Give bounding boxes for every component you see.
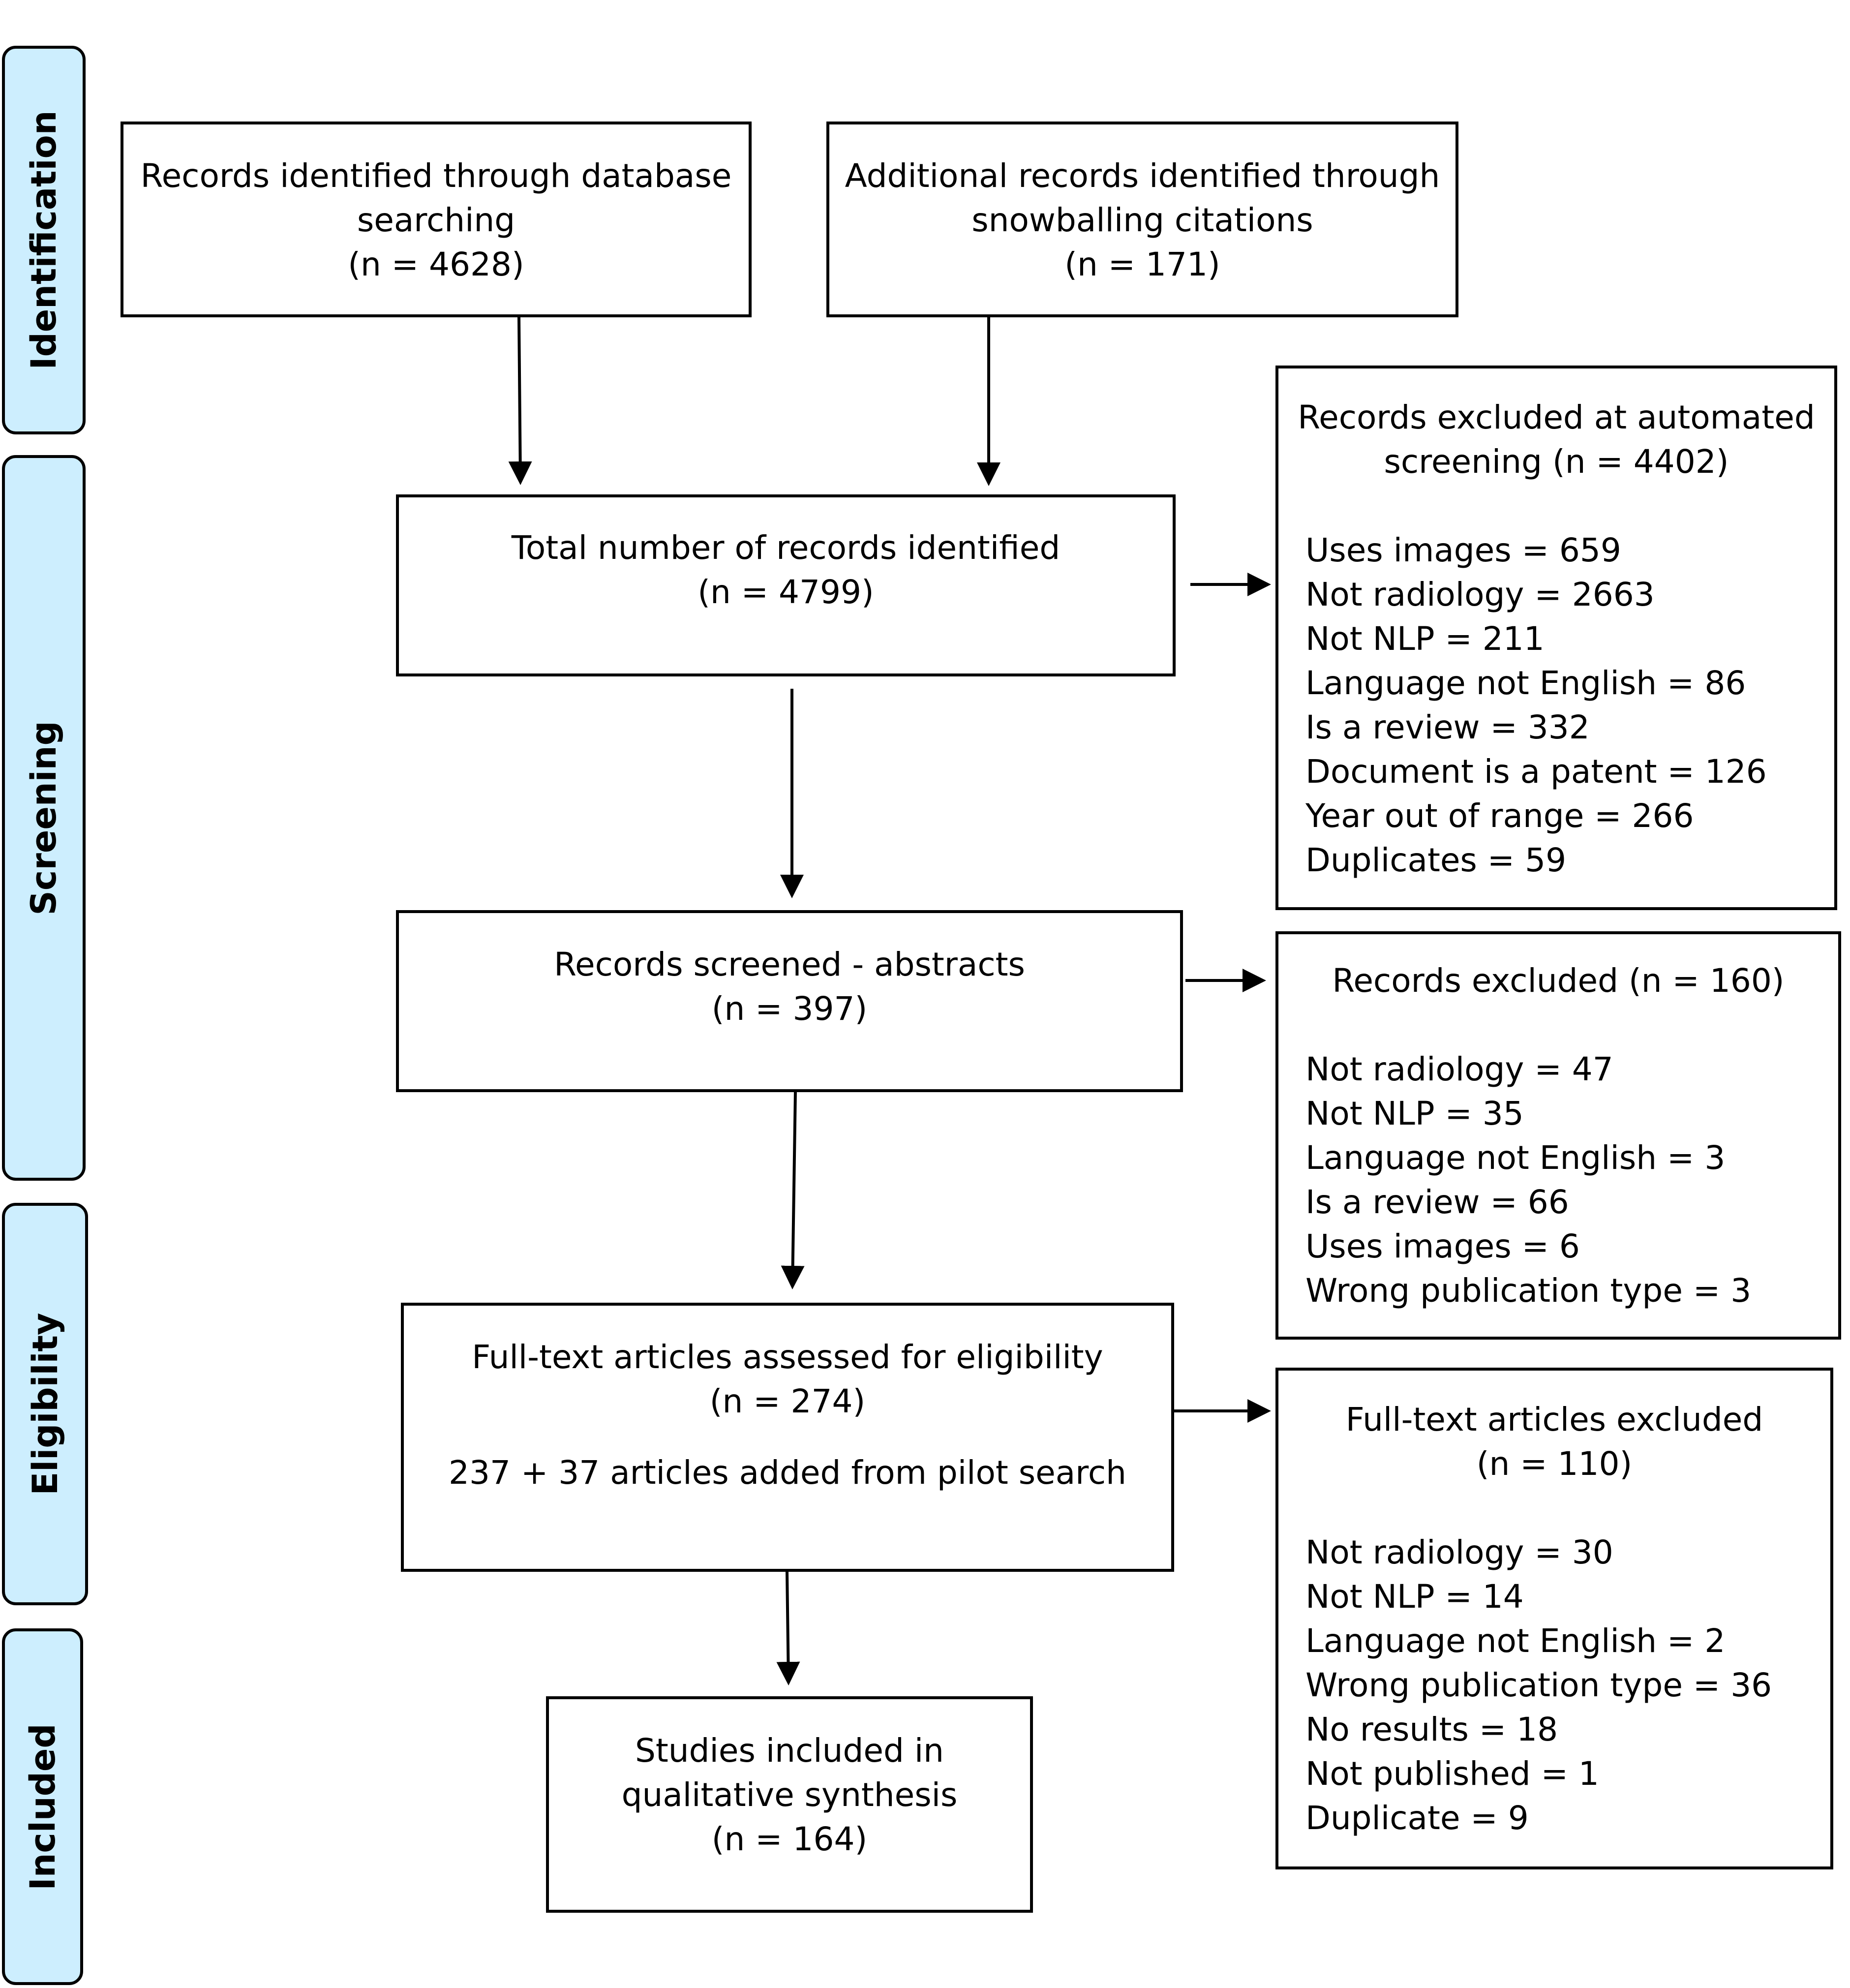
box-abstracts-screened: Records screened - abstracts (n = 397) (396, 910, 1183, 1092)
automated-excluded-item: Document is a patent = 126 (1305, 753, 1767, 791)
automated-excluded-item: Language not English = 86 (1305, 664, 1746, 702)
automated-excluded-item: Not radiology = 2663 (1305, 576, 1655, 613)
arrow-fulltext-to-included (776, 1571, 800, 1685)
included-count: (n = 164) (711, 1820, 868, 1858)
box-snowballing-records: Additional records identified through sn… (826, 122, 1458, 317)
snowballing-count: (n = 171) (1064, 245, 1220, 283)
abstracts-count: (n = 397) (711, 990, 868, 1028)
fulltext-excluded-item: No results = 18 (1305, 1711, 1558, 1748)
records-excluded-title: Records excluded (n = 160) (1332, 962, 1785, 1000)
stage-eligibility: Eligibility (2, 1203, 88, 1605)
automated-excluded-item: Duplicates = 59 (1305, 841, 1567, 879)
fulltext-excluded-item: Not radiology = 30 (1305, 1533, 1613, 1571)
box-fulltext-excluded: Full-text articles excluded (n = 110) No… (1275, 1368, 1833, 1869)
fulltext-excluded-item: Duplicate = 9 (1305, 1799, 1529, 1837)
stage-screening: Screening (2, 455, 86, 1181)
records-excluded-item: Language not English = 3 (1305, 1139, 1726, 1177)
fulltext-title: Full-text articles assessed for eligibil… (472, 1338, 1103, 1376)
abstracts-title: Records screened - abstracts (554, 946, 1025, 983)
fulltext-excluded-item: Not published = 1 (1305, 1755, 1599, 1793)
automated-excluded-title-line-1: Records excluded at automated (1298, 398, 1815, 436)
box-fulltext-assessed: Full-text articles assessed for eligibil… (401, 1303, 1174, 1572)
automated-excluded-item: Is a review = 332 (1305, 708, 1590, 746)
total-count: (n = 4799) (698, 573, 874, 611)
database-title-line-2: searching (357, 201, 516, 239)
stage-identification: Identification (2, 46, 86, 434)
records-excluded-item: Not NLP = 35 (1305, 1095, 1524, 1132)
included-title-line-1: Studies included in (635, 1732, 944, 1770)
arrow-abstracts-to-fulltext (781, 1091, 805, 1289)
records-excluded-item: Is a review = 66 (1305, 1183, 1569, 1221)
records-excluded-item: Uses images = 6 (1305, 1227, 1580, 1265)
database-title-line-1: Records identified through database (140, 157, 732, 195)
records-excluded-item: Wrong publication type = 3 (1305, 1272, 1752, 1310)
automated-excluded-item: Uses images = 659 (1305, 531, 1621, 569)
box-database-records: Records identified through database sear… (121, 122, 752, 317)
stage-included: Included (2, 1628, 83, 1985)
snowballing-title-line-1: Additional records identified through (845, 157, 1440, 195)
box-total-records: Total number of records identified (n = … (396, 494, 1176, 676)
fulltext-note: 237 + 37 articles added from pilot searc… (449, 1454, 1126, 1492)
fulltext-excluded-count: (n = 110) (1476, 1445, 1633, 1483)
database-count: (n = 4628) (348, 245, 524, 283)
box-studies-included: Studies included in qualitative synthesi… (546, 1696, 1033, 1913)
fulltext-excluded-item: Language not English = 2 (1305, 1622, 1726, 1660)
automated-excluded-item: Not NLP = 211 (1305, 620, 1545, 658)
fulltext-count: (n = 274) (709, 1382, 866, 1420)
total-title: Total number of records identified (511, 529, 1061, 567)
box-records-excluded: Records excluded (n = 160) Not radiology… (1275, 931, 1841, 1340)
included-title-line-2: qualitative synthesis (621, 1776, 958, 1814)
fulltext-excluded-title: Full-text articles excluded (1345, 1401, 1763, 1438)
automated-excluded-item: Year out of range = 266 (1305, 797, 1694, 835)
records-excluded-item: Not radiology = 47 (1305, 1050, 1613, 1088)
arrow-database-to-total (508, 317, 532, 485)
automated-excluded-title-line-2: screening (n = 4402) (1384, 443, 1729, 481)
snowballing-title-line-2: snowballing citations (971, 201, 1313, 239)
fulltext-excluded-item: Wrong publication type = 36 (1305, 1666, 1772, 1704)
box-automated-excluded: Records excluded at automated screening … (1275, 366, 1837, 910)
fulltext-excluded-item: Not NLP = 14 (1305, 1578, 1524, 1616)
